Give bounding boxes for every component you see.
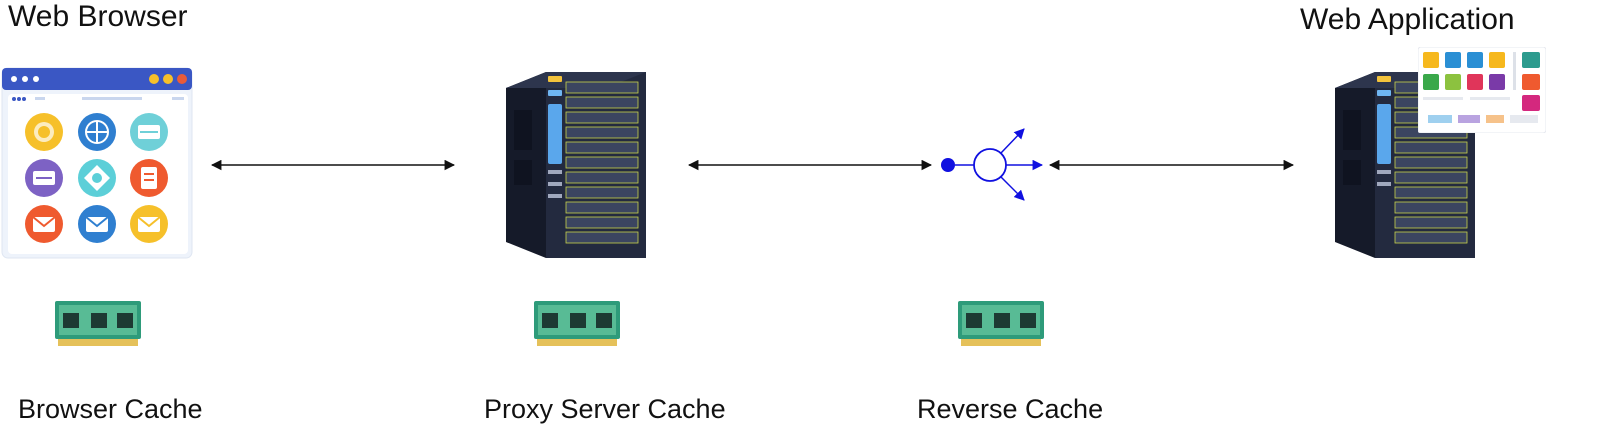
- ram-module-icon: [534, 301, 620, 346]
- web-application-title: Web Application: [1300, 3, 1515, 36]
- proxy-server-cache-label: Proxy Server Cache: [484, 394, 726, 424]
- browser-window-icon: [1, 67, 193, 259]
- router-node-icon: [941, 128, 1044, 201]
- app-dashboard-icon: [1418, 47, 1546, 133]
- ram-module-icon: [958, 301, 1044, 346]
- server-rack-icon: [506, 72, 646, 258]
- reverse-cache-label: Reverse Cache: [917, 394, 1104, 424]
- web-browser-title: Web Browser: [8, 0, 188, 33]
- browser-cache-label: Browser Cache: [18, 394, 203, 424]
- ram-module-icon: [55, 301, 141, 346]
